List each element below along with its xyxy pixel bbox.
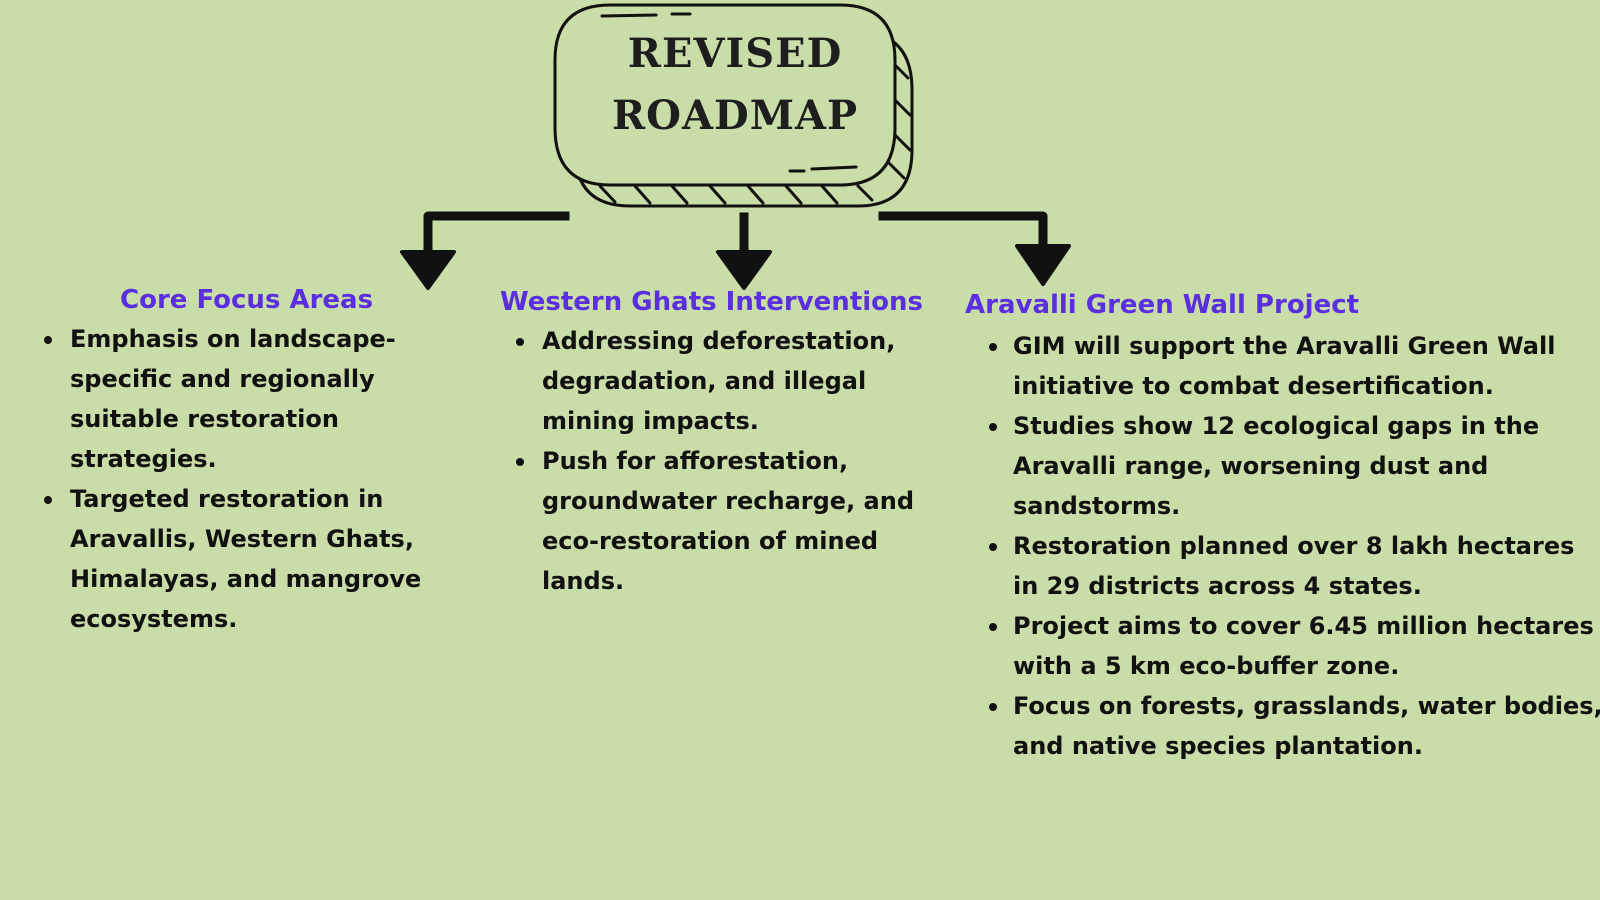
bullet-list: GIM will support the Aravalli Green Wall… — [987, 326, 1600, 766]
right-connector — [878, 211, 1048, 257]
list-item: Addressing deforestation, degradation, a… — [514, 321, 960, 441]
list-item: Focus on forests, grasslands, water bodi… — [987, 686, 1600, 766]
list-item: Targeted restoration in Aravallis, Weste… — [42, 479, 482, 639]
title-box — [553, 3, 897, 187]
column-aravalli-green-wall: Aravalli Green Wall Project GIM will sup… — [965, 290, 1600, 766]
list-item: Studies show 12 ecological gaps in the A… — [987, 406, 1600, 526]
column-western-ghats: Western Ghats Interventions Addressing d… — [500, 287, 960, 601]
column-heading: Core Focus Areas — [120, 285, 374, 315]
right-arrowhead — [1015, 244, 1071, 286]
list-item: Push for afforestation, groundwater rech… — [514, 441, 960, 601]
bullet-list: Addressing deforestation, degradation, a… — [514, 321, 960, 601]
bullet-list: Emphasis on landscape-specific and regio… — [42, 319, 482, 639]
list-item: Emphasis on landscape-specific and regio… — [42, 319, 482, 479]
middle-arrowhead — [716, 250, 772, 290]
list-item: GIM will support the Aravalli Green Wall… — [987, 326, 1600, 406]
title-line-2: ROADMAP — [611, 92, 859, 139]
column-core-focus-areas: Core Focus Areas Emphasis on landscape-s… — [42, 285, 482, 639]
column-heading: Aravalli Green Wall Project — [965, 290, 1360, 320]
column-heading: Western Ghats Interventions — [500, 287, 924, 317]
title-line-1: REVISED — [627, 30, 843, 77]
list-item: Project aims to cover 6.45 million hecta… — [987, 606, 1600, 686]
left-connector — [423, 211, 570, 263]
left-arrowhead — [400, 250, 456, 290]
list-item: Restoration planned over 8 lakh hectares… — [987, 526, 1600, 606]
